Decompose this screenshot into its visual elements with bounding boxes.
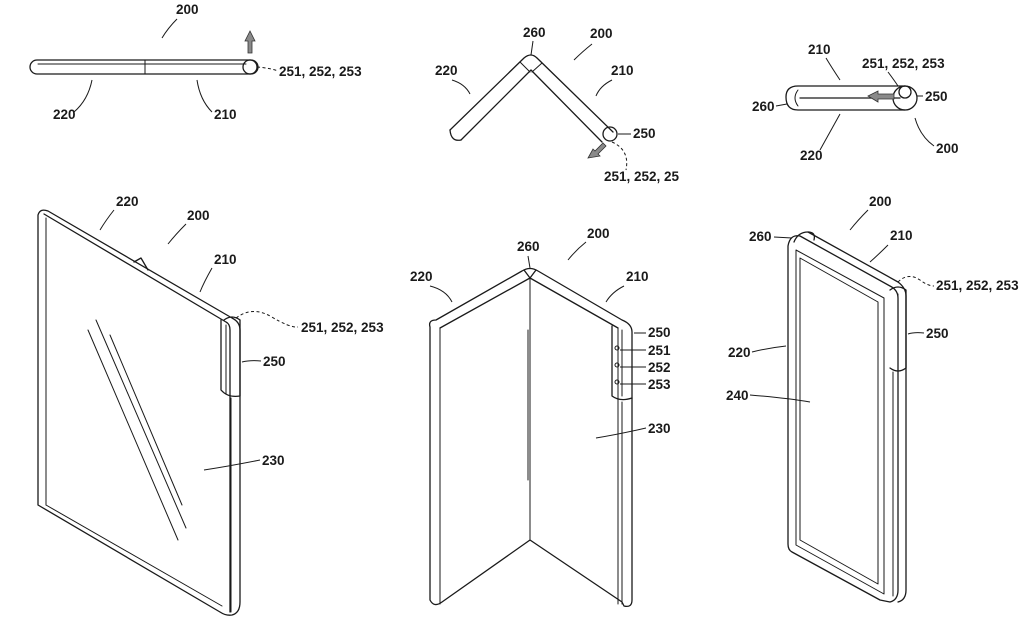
label-second-housing: 220 [800, 148, 823, 163]
label-hinge-part: 250 [648, 325, 671, 340]
label-top-hinge: 260 [517, 239, 540, 254]
view-halffolded-top: 260 200 220 210 250 251, 252, 25 [435, 25, 680, 184]
left-arrow-icon [867, 90, 895, 103]
label-front-display: 230 [648, 421, 671, 436]
label-first-housing: 210 [214, 107, 237, 122]
down-left-arrow-icon [587, 142, 607, 159]
view-unfolded-top: 251, 252, 253 200 220 210 [29, 2, 362, 122]
view-unfolded-perspective: 220 200 210 251, 252, 253 250 230 [37, 194, 384, 616]
label-front-display: 230 [262, 453, 285, 468]
label-hinge-part: 250 [633, 126, 656, 141]
label-device: 200 [936, 141, 959, 156]
label-element-252: 252 [648, 360, 671, 375]
label-hinge-part: 250 [926, 326, 949, 341]
label-rear-display: 240 [726, 388, 749, 403]
label-element-253: 253 [648, 377, 671, 392]
view-halffolded-perspective: 260 200 220 210 250 251 252 253 230 [410, 226, 671, 608]
label-hinge-part: 250 [925, 89, 948, 104]
label-second-housing: 220 [728, 345, 751, 360]
label-device: 200 [869, 194, 892, 209]
label-first-housing: 210 [626, 269, 649, 284]
view-folded-perspective: 200 260 210 251, 252, 253 250 220 240 [726, 194, 1019, 603]
view-folded-top: 210 251, 252, 253 260 250 220 200 [752, 42, 959, 163]
hinge-circle-icon [898, 85, 912, 99]
label-hinge-elements: 251, 252, 253 [279, 64, 362, 79]
label-second-housing: 220 [53, 107, 76, 122]
label-top-hinge: 260 [752, 99, 775, 114]
label-second-housing: 220 [410, 269, 433, 284]
label-first-housing: 210 [611, 63, 634, 78]
label-hinge-elements: 251, 252, 253 [862, 56, 945, 71]
label-first-housing: 210 [890, 228, 913, 243]
label-second-housing: 220 [116, 194, 139, 209]
label-device: 200 [590, 26, 613, 41]
label-top-hinge: 260 [749, 229, 772, 244]
up-arrow-icon [244, 30, 256, 54]
hinge-circle-icon [602, 126, 618, 142]
label-device: 200 [587, 226, 610, 241]
label-first-housing: 210 [808, 42, 831, 57]
label-hinge-part: 250 [263, 354, 286, 369]
label-first-housing: 210 [214, 252, 237, 267]
hinge-circle-icon [242, 59, 258, 75]
label-device: 200 [176, 2, 199, 17]
label-top-hinge: 260 [523, 25, 546, 40]
label-element-251: 251 [648, 343, 671, 358]
label-hinge-elements-cut: 251, 252, 25 [604, 169, 680, 184]
label-hinge-elements: 251, 252, 253 [936, 278, 1019, 293]
label-device: 200 [187, 208, 210, 223]
label-hinge-elements: 251, 252, 253 [301, 320, 384, 335]
label-second-housing: 220 [435, 63, 458, 78]
